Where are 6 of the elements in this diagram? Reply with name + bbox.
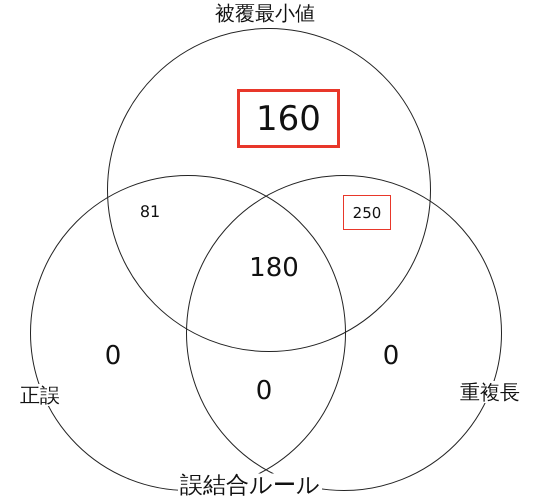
set-label: 被覆最小値	[213, 2, 317, 24]
highlight-box: 250	[343, 195, 391, 230]
set-label: 重複長	[458, 381, 522, 403]
set-label: 誤結合ルール	[178, 474, 322, 498]
set-label: 正誤	[18, 384, 62, 406]
highlight-box: 160	[237, 89, 340, 148]
